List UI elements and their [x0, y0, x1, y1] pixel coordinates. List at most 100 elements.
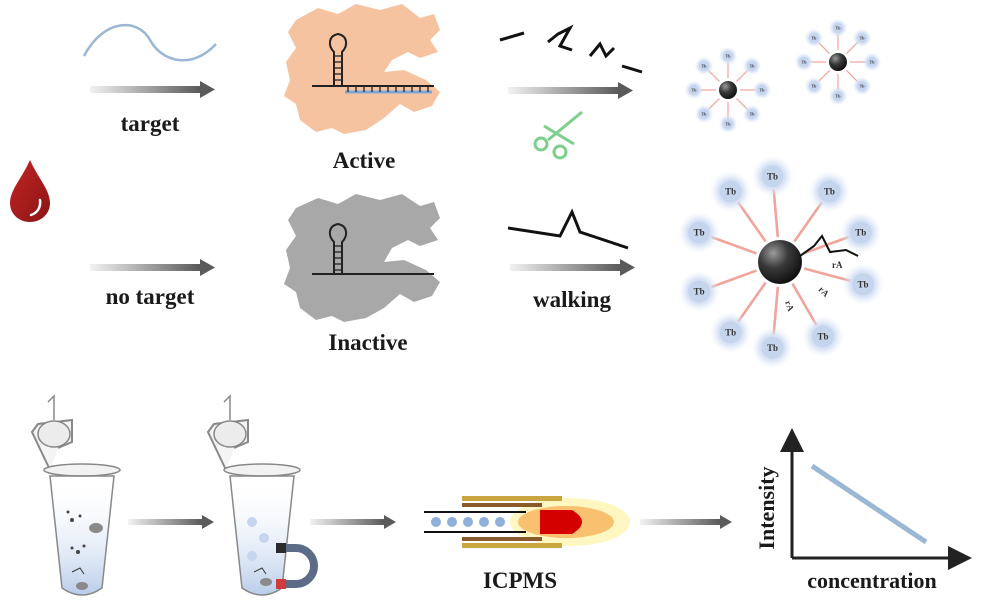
tb-core [761, 336, 784, 359]
walking-strand [799, 234, 859, 257]
label-intensity: Intensity [754, 466, 779, 549]
tb-label: Tb [694, 228, 705, 238]
linker [772, 189, 780, 238]
tb-core [808, 32, 820, 44]
active-cas-enzyme [284, 4, 440, 134]
tb-label: Tb [824, 187, 835, 197]
ra-label: rA [832, 260, 843, 270]
tb-label: Tb [802, 59, 808, 64]
tb-core [746, 108, 758, 120]
tb-core [818, 180, 841, 203]
tb-core [849, 221, 872, 244]
linker [791, 283, 818, 326]
tb-core [832, 90, 844, 102]
arrow-target [90, 86, 200, 93]
label-no-target: no target [106, 284, 195, 309]
tb-label: Tb [812, 35, 818, 40]
tb-label: Tb [858, 279, 869, 289]
inactive-cas-enzyme [284, 194, 440, 322]
tb-label: Tb [860, 83, 866, 88]
label-target: target [121, 111, 180, 136]
tb-label: Tb [726, 121, 732, 126]
arrow-cleave [508, 87, 618, 94]
torch-icon [424, 496, 630, 548]
tb-core [722, 118, 734, 130]
tb-label: Tb [855, 228, 866, 238]
arrow-magnet [310, 519, 384, 525]
tb-core [798, 56, 810, 68]
linker [772, 286, 780, 335]
tb-label: Tb [760, 87, 766, 92]
tb-core [688, 221, 711, 244]
magnet-icon [276, 543, 318, 589]
intact-probe [507, 208, 629, 250]
tb-label: Tb [817, 332, 828, 342]
tb-core [808, 80, 820, 92]
arrow-tube [128, 519, 202, 525]
scissors-icon [533, 110, 583, 160]
tb-label: Tb [860, 35, 866, 40]
tb-label: Tb [692, 87, 698, 92]
tb-core [719, 180, 742, 203]
linker [737, 281, 767, 323]
target-wave [82, 23, 217, 62]
linker [710, 235, 757, 255]
tb-core [866, 56, 878, 68]
tb-core [688, 84, 700, 96]
tb-label: Tb [750, 111, 756, 116]
label-inactive: Inactive [328, 330, 407, 355]
tb-core [832, 22, 844, 34]
tb-label: Tb [836, 25, 842, 30]
label-concentration: concentration [807, 568, 937, 593]
tb-core [856, 80, 868, 92]
tb-core [688, 280, 711, 303]
tb-label: Tb [836, 93, 842, 98]
arrow-walking [510, 264, 620, 271]
tb-core [852, 273, 875, 296]
label-icpms: ICPMS [483, 568, 557, 593]
tb-label: Tb [702, 63, 708, 68]
tb-core [761, 165, 784, 188]
magnetic-bead [758, 240, 802, 284]
tube-icon [30, 394, 121, 596]
calibration-plot [780, 428, 972, 570]
blood-drop-icon [10, 160, 50, 222]
tb-core [856, 32, 868, 44]
tb-label: Tb [750, 63, 756, 68]
magnetic-bead [719, 81, 737, 99]
linker [793, 201, 823, 243]
tb-label: Tb [870, 59, 876, 64]
label-active: Active [333, 148, 396, 173]
tb-core [719, 321, 742, 344]
linker [737, 201, 767, 243]
linker [803, 267, 851, 283]
tb-label: Tb [702, 111, 708, 116]
tb-core [746, 60, 758, 72]
ra-label: rA [783, 299, 796, 313]
tb-core [722, 50, 734, 62]
magnetic-bead [829, 53, 847, 71]
tb-label: Tb [694, 287, 705, 297]
linker [710, 269, 757, 289]
tb-label: Tb [725, 328, 736, 338]
tb-core [698, 108, 710, 120]
arrow-icpms [640, 519, 720, 525]
tb-label: Tb [767, 343, 778, 353]
tb-core [756, 84, 768, 96]
tb-label: Tb [726, 53, 732, 58]
tb-core [811, 325, 835, 348]
label-walking: walking [533, 287, 611, 312]
tube-magnet-icon [206, 394, 301, 596]
calibration-line [810, 463, 928, 545]
tb-label: Tb [812, 83, 818, 88]
ra-label: rA [817, 284, 832, 299]
arrow-no-target [90, 264, 200, 271]
tb-label: Tb [767, 171, 778, 181]
cleaved-fragments [499, 24, 643, 74]
tb-label: Tb [725, 187, 736, 197]
tb-core [698, 60, 710, 72]
